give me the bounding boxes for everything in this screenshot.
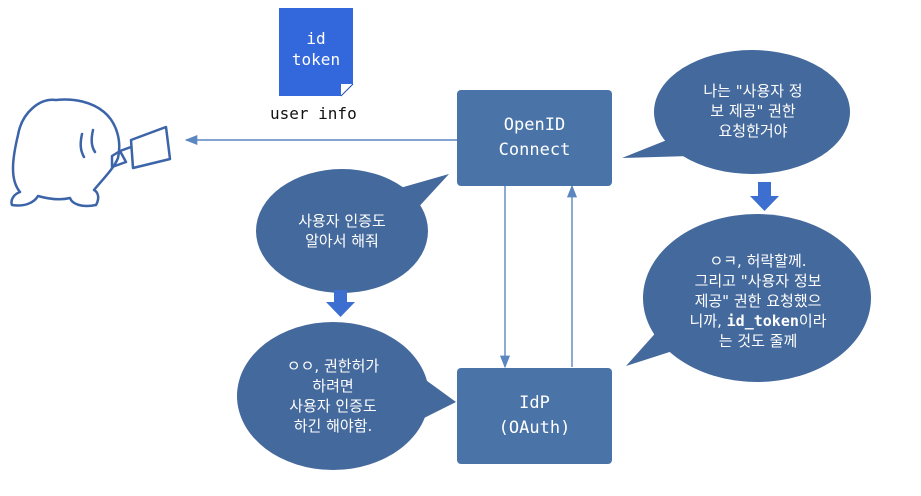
final-line-4: 니까, id_token이라 xyxy=(689,312,827,330)
down-arrow-right-icon xyxy=(750,182,779,211)
bubble-final-shape xyxy=(626,214,871,382)
bubble-user-auth: 사용자 인증도 알아서 해줘 xyxy=(298,212,386,250)
user-info-label: user info xyxy=(270,104,357,123)
idp-oauth-node: IdP (OAuth) xyxy=(457,368,612,464)
bubble-idp-reply-shape xyxy=(237,322,456,470)
document-icon xyxy=(279,8,354,97)
bubble-idp-reply: ㅇㅇ, 권한허가 하려면 사용자 인증도 하긴 해야함. xyxy=(286,357,380,435)
bubble-request-shape xyxy=(622,50,850,174)
bubble-user-auth-shape xyxy=(256,169,449,293)
user-sketch-icon xyxy=(10,98,172,208)
openid-connect-node: OpenID Connect xyxy=(457,90,612,186)
down-arrow-left-icon xyxy=(326,290,355,317)
id-token-label: id token xyxy=(291,29,341,69)
bubble-final: ㅇㅋ, 허락할께. 그리고 "사용자 정보 제공" 권한 요청했으 니까, id… xyxy=(689,252,827,350)
bubble-request: 나는 "사용자 정 보 제공" 권한 요청한거야 xyxy=(703,82,803,140)
